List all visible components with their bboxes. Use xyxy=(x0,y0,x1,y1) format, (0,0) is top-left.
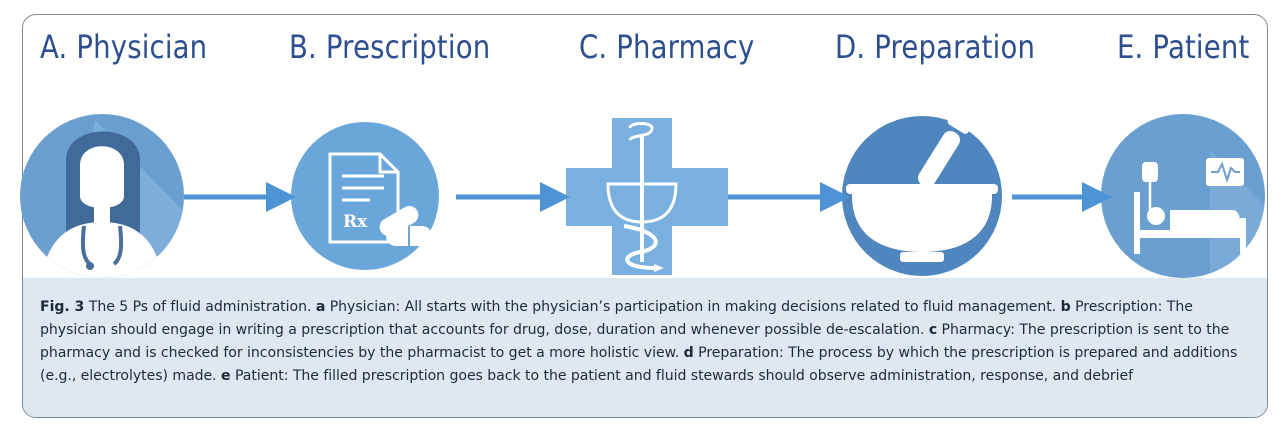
prescription-icon: Rx xyxy=(291,122,439,270)
step-title-patient: E. Patient xyxy=(1117,28,1250,66)
figure-caption: Fig. 3 The 5 Ps of fluid administration.… xyxy=(40,299,1238,384)
patient-bed-icon xyxy=(1101,114,1265,278)
step-title-prescription: B. Prescription xyxy=(289,28,491,66)
pharmacy-cross-icon xyxy=(566,118,728,275)
fig-label: Fig. 3 xyxy=(40,299,85,315)
caption-band xyxy=(23,278,1267,417)
physician-icon xyxy=(20,114,184,278)
rx-label: Rx xyxy=(343,212,368,232)
step-title-preparation: D. Preparation xyxy=(835,28,1036,66)
caption-intro: The 5 Ps of fluid administration. xyxy=(84,299,316,315)
step-title-physician: A. Physician xyxy=(40,28,208,66)
mortar-pestle-icon xyxy=(842,112,1002,276)
step-title-pharmacy: C. Pharmacy xyxy=(579,28,755,66)
